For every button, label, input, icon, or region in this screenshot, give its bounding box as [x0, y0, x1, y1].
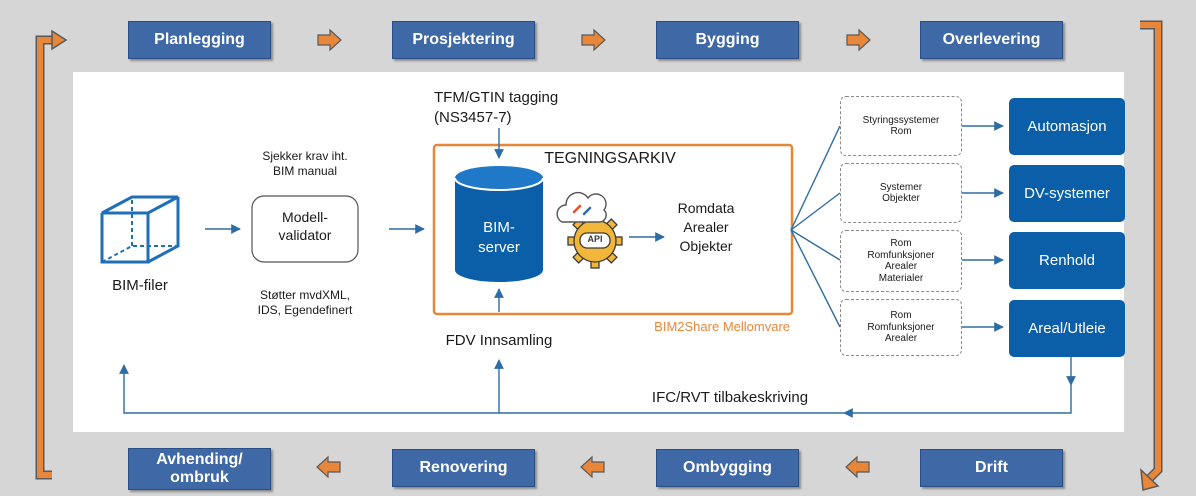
bim-files-label: BIM-filer — [112, 277, 168, 294]
phase-prosjektering: Prosjektering — [392, 21, 535, 59]
writeback-label: IFC/RVT tilbakeskriving — [651, 389, 809, 406]
phase-planlegging: Planlegging — [128, 21, 271, 59]
validator-box — [251, 195, 359, 263]
target-dv-systemer: DV-systemer — [1009, 165, 1125, 222]
target-automasjon: Automasjon — [1009, 98, 1125, 155]
fdv-collection-label: FDV Innsamling — [445, 332, 553, 349]
target-areal-utleie: Areal/Utleie — [1009, 300, 1125, 357]
arrow-right-icon — [317, 28, 871, 52]
dashed-box-styringssystemer: Styringssystemer Rom — [840, 96, 962, 156]
validator-label: Modell- validator — [278, 209, 332, 243]
phase-avhending: Avhending/ ombruk — [128, 448, 271, 490]
phase-overlevering: Overlevering — [920, 21, 1063, 59]
right-cycle-arrow — [1140, 22, 1161, 481]
cube-icon — [100, 195, 180, 264]
archive-title: TEGNINGSARKIV — [544, 150, 676, 167]
bim-server-label: BIM- server — [478, 219, 520, 256]
phase-bygging: Bygging — [656, 21, 799, 59]
supports-text: Støtter mvdXML, IDS, Egendefinert — [257, 288, 353, 317]
dashed-box-areal-data: Rom Romfunksjoner Arealer — [840, 299, 962, 356]
left-cycle-arrow — [37, 37, 56, 478]
database-icon — [454, 166, 544, 282]
phase-ombygging: Ombygging — [656, 449, 799, 487]
tfm-tagging-text: TFM/GTIN tagging (NS3457-7) — [434, 89, 559, 126]
cloud-icon — [556, 191, 607, 223]
check-requirements-text: Sjekker krav iht. BIM manual — [262, 149, 348, 178]
arrow-left-icon — [316, 455, 870, 479]
romdata-label: Romdata Arealer Objekter — [677, 200, 735, 254]
phase-drift: Drift — [920, 449, 1063, 487]
api-gear-icon — [567, 213, 623, 269]
dashed-box-renhold-data: Rom Romfunksjoner Arealer Materialer — [840, 230, 962, 292]
phase-renovering: Renovering — [392, 449, 535, 487]
dashed-box-systemer: Systemer Objekter — [840, 163, 962, 223]
middleware-label: BIM2Share Mellomvare — [654, 319, 790, 334]
target-renhold: Renhold — [1009, 232, 1125, 289]
api-label: API — [587, 234, 603, 244]
